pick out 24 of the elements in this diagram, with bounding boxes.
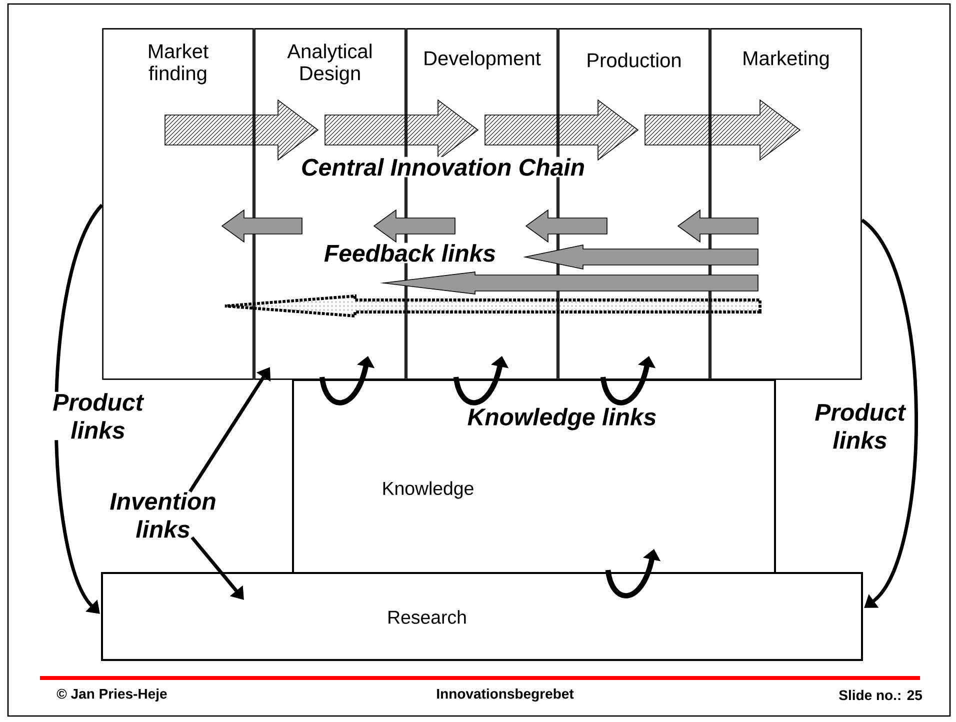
stage-column: Market finding [102, 28, 254, 380]
edge-label: Product links [50, 392, 146, 440]
chain-title: Feedback links [322, 242, 498, 264]
block-arrow [525, 209, 608, 243]
block-arrow [644, 99, 801, 161]
block-arrow [164, 99, 319, 161]
block-arrow [380, 272, 758, 294]
block-arrow [373, 209, 456, 243]
footer-text: Slide no.: 25 [839, 690, 922, 700]
stage-column: Marketing [710, 28, 862, 380]
chain-title: Central Innovation Chain [300, 156, 586, 178]
area-box: Research [101, 572, 863, 661]
block-arrow [221, 209, 302, 243]
block-arrow [523, 244, 758, 270]
footer-text: Innovationsbegrebet [437, 688, 574, 702]
block-arrow [484, 99, 639, 161]
edge-label: Product links [812, 402, 908, 450]
footer-text: © Jan Pries-Heje [56, 688, 167, 702]
chain-title: Knowledge links [466, 406, 658, 432]
curved-arrow [54, 204, 104, 614]
curved-arrow [860, 218, 918, 608]
block-arrow [677, 209, 758, 243]
block-arrow [224, 294, 762, 318]
link-label: Invention links [110, 492, 216, 538]
